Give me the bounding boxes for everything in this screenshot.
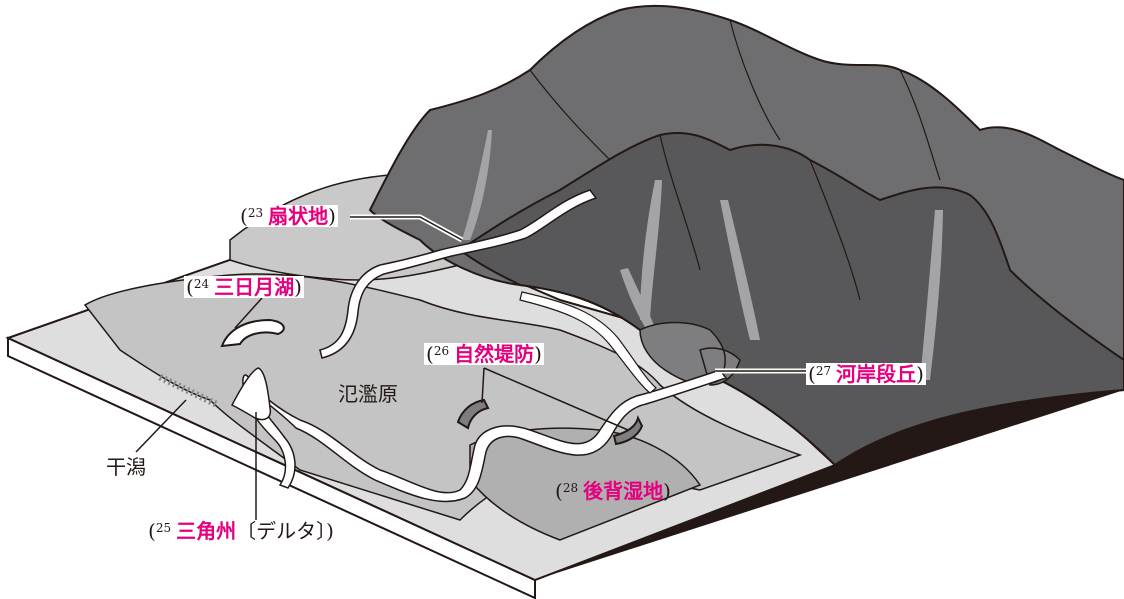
leader-tidal-flat <box>135 399 187 453</box>
term-delta: 三角州 <box>176 519 237 543</box>
term-natural-levee: 自然堤防 <box>454 342 535 366</box>
upstream-river <box>319 189 598 359</box>
natural-levee-left <box>456 398 490 430</box>
main-river <box>242 369 728 503</box>
label-floodplain: 氾濫原 <box>338 382 398 406</box>
oxbow-lake <box>220 318 285 348</box>
leader-oxbow-lake <box>234 297 263 329</box>
delta-alt-name: 〔デルタ〕 <box>236 519 327 543</box>
term-alluvial-fan: 扇状地 <box>268 204 329 228</box>
delta <box>230 367 272 421</box>
tributary-river <box>519 291 657 394</box>
ridge-lines <box>529 19 941 301</box>
label-tidal-flat: 干潟 <box>104 455 148 479</box>
term-oxbow-lake: 三日月湖 <box>214 275 295 299</box>
tidal-flat-dots <box>158 373 220 409</box>
term-river-terrace: 河岸段丘 <box>836 362 917 386</box>
natural-levee-right <box>612 415 644 446</box>
leader-alluvial-fan-ink <box>350 216 463 241</box>
term-back-marsh: 後背湿地 <box>583 479 664 503</box>
leader-natural-levee <box>481 367 629 431</box>
